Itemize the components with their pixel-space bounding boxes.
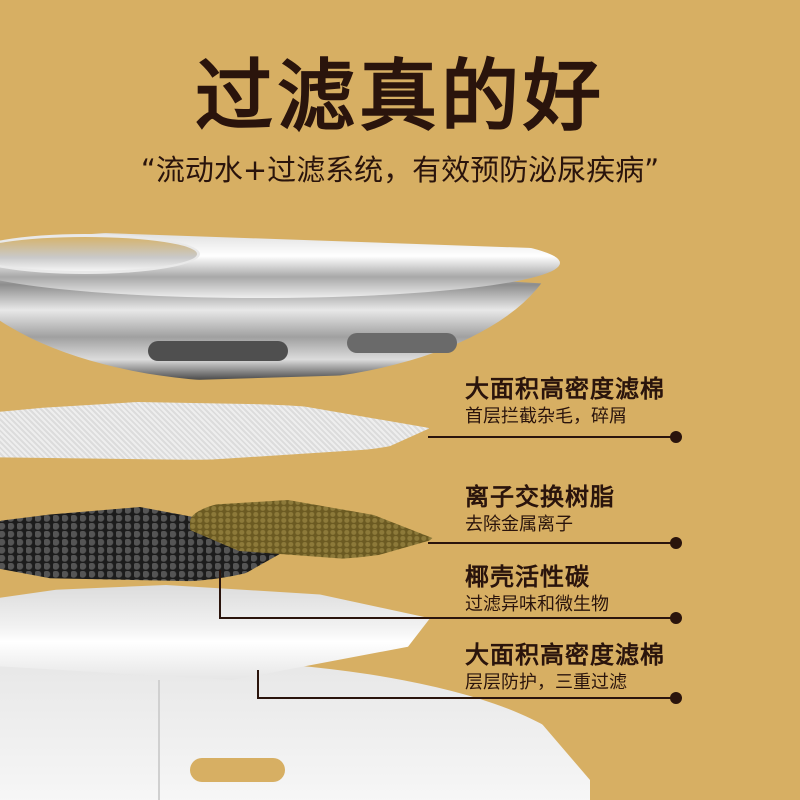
filter-cotton-top-image — [0, 402, 430, 460]
page-subtitle: “流动水+过滤系统，有效预防泌尿疾病” — [140, 153, 660, 187]
leader-line-vertical — [257, 670, 259, 699]
leader-dot-icon — [670, 692, 682, 704]
leader-dot-icon — [670, 537, 682, 549]
leader-line — [219, 617, 676, 619]
leader-line-vertical — [219, 570, 221, 619]
callout-filter-cotton-top: 大面积高密度滤棉 首层拦截杂毛，碎屑 — [465, 374, 665, 430]
callout-description: 层层防护，三重过滤 — [465, 672, 627, 693]
stainless-steel-tray-inner-ring — [0, 234, 200, 274]
callout-heading: 椰壳活性碳 — [465, 563, 590, 591]
callout-description: 去除金属离子 — [465, 514, 573, 535]
leader-line — [257, 697, 676, 699]
callout-description: 首层拦截杂毛，碎屑 — [465, 406, 627, 427]
page-title: 过滤真的好 — [194, 52, 605, 142]
fountain-base-inner-wall — [0, 680, 160, 800]
leader-dot-icon — [670, 612, 682, 624]
leader-dot-icon — [670, 431, 682, 443]
callout-heading: 大面积高密度滤棉 — [465, 375, 665, 403]
leader-line — [428, 542, 676, 544]
callout-filter-cotton-bottom: 大面积高密度滤棉 层层防护，三重过滤 — [465, 640, 665, 696]
tray-slot-icon — [347, 333, 457, 353]
callout-coconut-activated-carbon: 椰壳活性碳 过滤异味和微生物 — [465, 562, 609, 618]
tray-slot-icon — [148, 341, 288, 361]
leader-line — [428, 436, 676, 438]
filter-cotton-tray-image — [0, 585, 430, 680]
callout-heading: 大面积高密度滤棉 — [465, 641, 665, 669]
callout-description: 过滤异味和微生物 — [465, 594, 609, 615]
callout-heading: 离子交换树脂 — [465, 483, 615, 511]
fountain-base-slot-icon — [190, 758, 285, 782]
callout-ion-exchange-resin: 离子交换树脂 去除金属离子 — [465, 482, 615, 538]
